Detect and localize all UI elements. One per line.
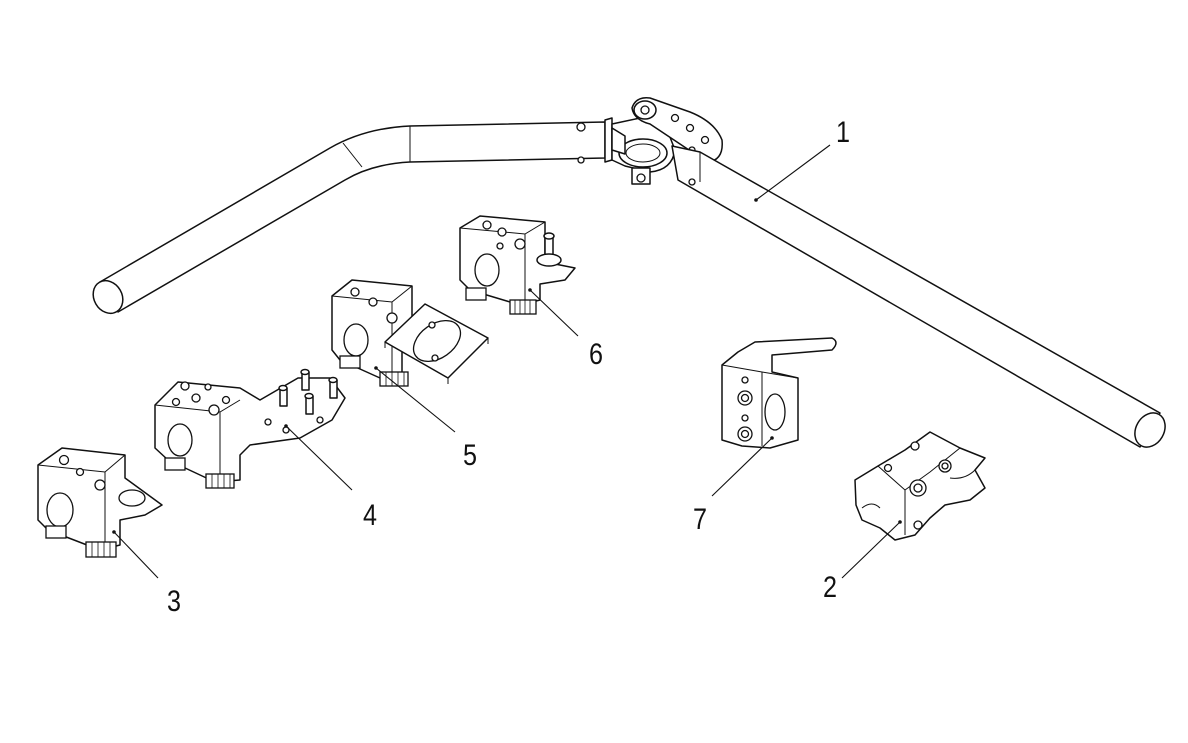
leader-dot-7 [770, 436, 774, 440]
part-3-clamp-with-tab [37, 447, 163, 558]
callout-label-2: 2 [823, 571, 837, 604]
callout-label-5: 5 [463, 439, 477, 472]
leader-dot-6 [528, 288, 532, 292]
callout-5: 5 [374, 366, 477, 472]
callout-2: 2 [823, 520, 902, 604]
part-2-jaw-clamp [854, 431, 986, 541]
callout-6: 6 [528, 288, 603, 371]
leader-dot-5 [374, 366, 378, 370]
callout-4: 4 [284, 424, 377, 532]
callout-3: 3 [112, 530, 181, 618]
leader-dot-1 [754, 198, 758, 202]
leader-line-1 [755, 144, 831, 201]
callout-label-4: 4 [363, 499, 377, 532]
callout-1: 1 [754, 116, 850, 202]
callout-label-1: 1 [836, 116, 850, 149]
part-7-bracket [721, 337, 837, 449]
leader-line-6 [529, 289, 579, 337]
part-5-clamp-with-frame [331, 279, 489, 387]
leader-line-5 [375, 367, 456, 433]
leader-line-2 [841, 521, 901, 579]
leader-dot-4 [284, 424, 288, 428]
leader-line-7 [711, 437, 773, 497]
leader-line-4 [285, 425, 353, 491]
leader-line-3 [113, 531, 159, 579]
part-1-bar [92, 96, 1166, 448]
leader-dot-2 [898, 520, 902, 524]
callout-label-6: 6 [589, 338, 603, 371]
part-4-clamp-with-plate [154, 368, 346, 489]
callout-label-7: 7 [693, 503, 707, 536]
part-6-clamp-with-pin [459, 215, 576, 315]
callout-label-3: 3 [167, 585, 181, 618]
leader-dot-3 [112, 530, 116, 534]
callout-7: 7 [693, 436, 774, 536]
